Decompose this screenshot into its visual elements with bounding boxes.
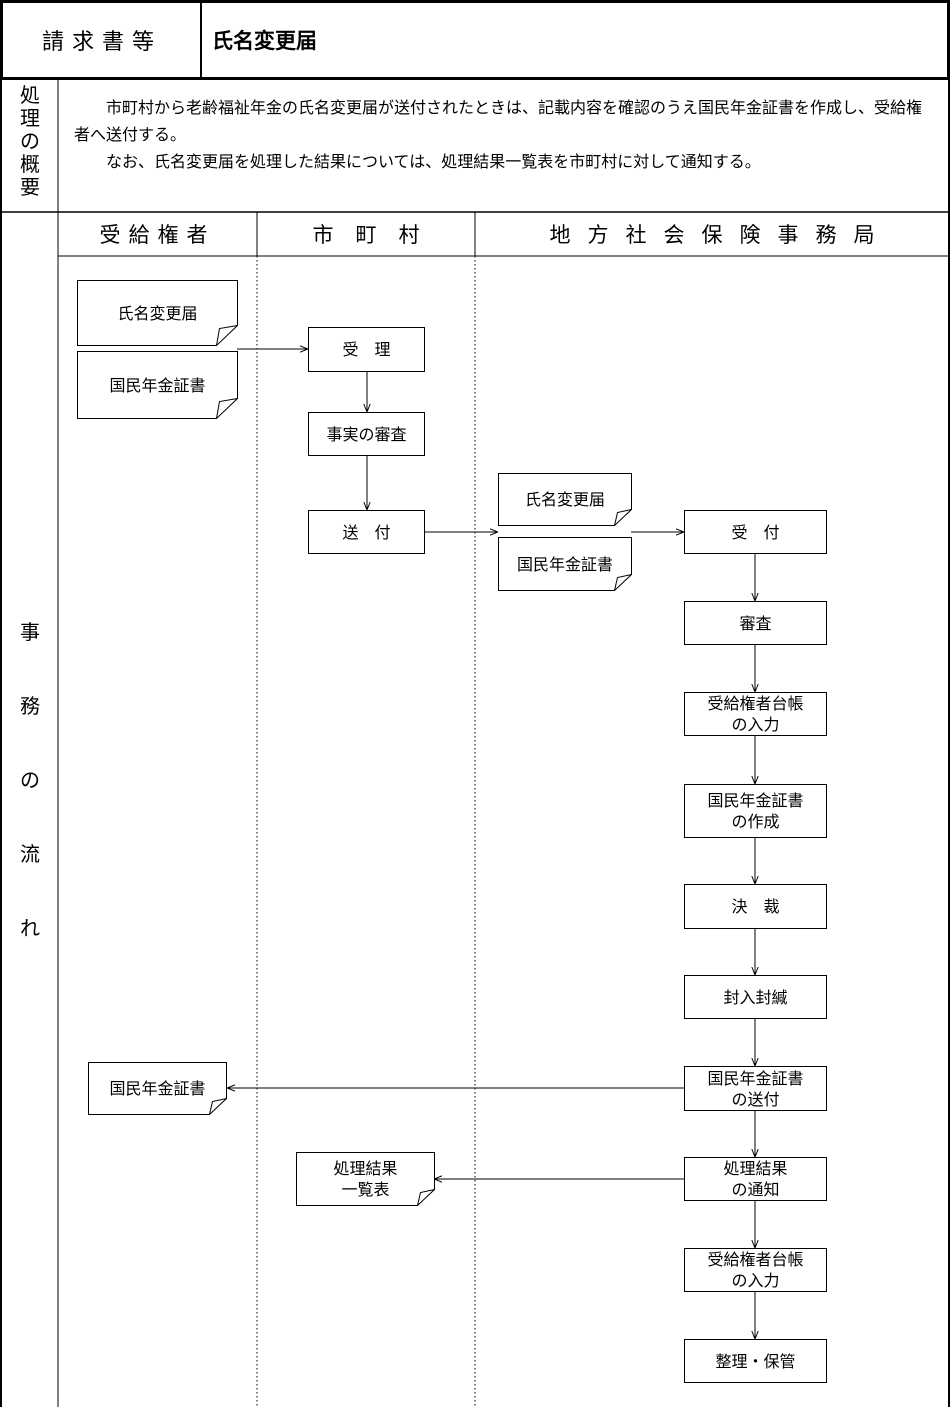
column-header-office: 地方社会保険事務局 xyxy=(549,223,892,247)
doc-recipient-certificate-out: 国民年金証書 xyxy=(88,1062,227,1115)
node-receive: 受 付 xyxy=(684,510,827,554)
doc-recipient-name-change: 氏名変更届 xyxy=(77,280,238,346)
node-review: 審査 xyxy=(684,601,827,645)
node-seal: 封入封緘 xyxy=(684,975,827,1019)
flow-label: 事務の流れ xyxy=(20,620,40,940)
node-send: 送 付 xyxy=(308,510,425,554)
column-header-municipality: 市町村 xyxy=(312,223,442,247)
summary-label: 処理の概要 xyxy=(20,83,40,199)
doc-recipient-certificate: 国民年金証書 xyxy=(77,351,238,419)
doc-office-certificate: 国民年金証書 xyxy=(498,537,632,591)
node-ledger-input-1: 受給権者台帳 の入力 xyxy=(684,692,827,736)
node-fact-check: 事実の審査 xyxy=(308,412,425,456)
node-create-certificate: 国民年金証書 の作成 xyxy=(684,784,827,838)
doc-result-list: 処理結果 一覧表 xyxy=(296,1152,435,1206)
node-accept: 受 理 xyxy=(308,327,425,372)
node-send-certificate: 国民年金証書 の送付 xyxy=(684,1066,827,1111)
column-header-recipient: 受給権者 xyxy=(99,223,216,247)
header-title: 氏名変更届 xyxy=(212,29,317,53)
doc-office-name-change: 氏名変更届 xyxy=(498,473,632,526)
node-ledger-input-2: 受給権者台帳 の入力 xyxy=(684,1248,827,1292)
summary-line-1: 市町村から老齢福祉年金の氏名変更届が送付されたときは、記載内容を確認のうえ国民年… xyxy=(74,98,923,144)
header-label: 請求書等 xyxy=(41,30,162,55)
node-approval: 決 裁 xyxy=(684,884,827,929)
node-notify-result: 処理結果 の通知 xyxy=(684,1157,827,1201)
summary-text: 市町村から老齢福祉年金の氏名変更届が送付されたときは、記載内容を確認のうえ国民年… xyxy=(74,94,936,175)
node-file-storage: 整理・保管 xyxy=(684,1339,827,1383)
summary-line-2: なお、氏名変更届を処理した結果については、処理結果一覧表を市町村に対して通知する… xyxy=(106,152,761,171)
